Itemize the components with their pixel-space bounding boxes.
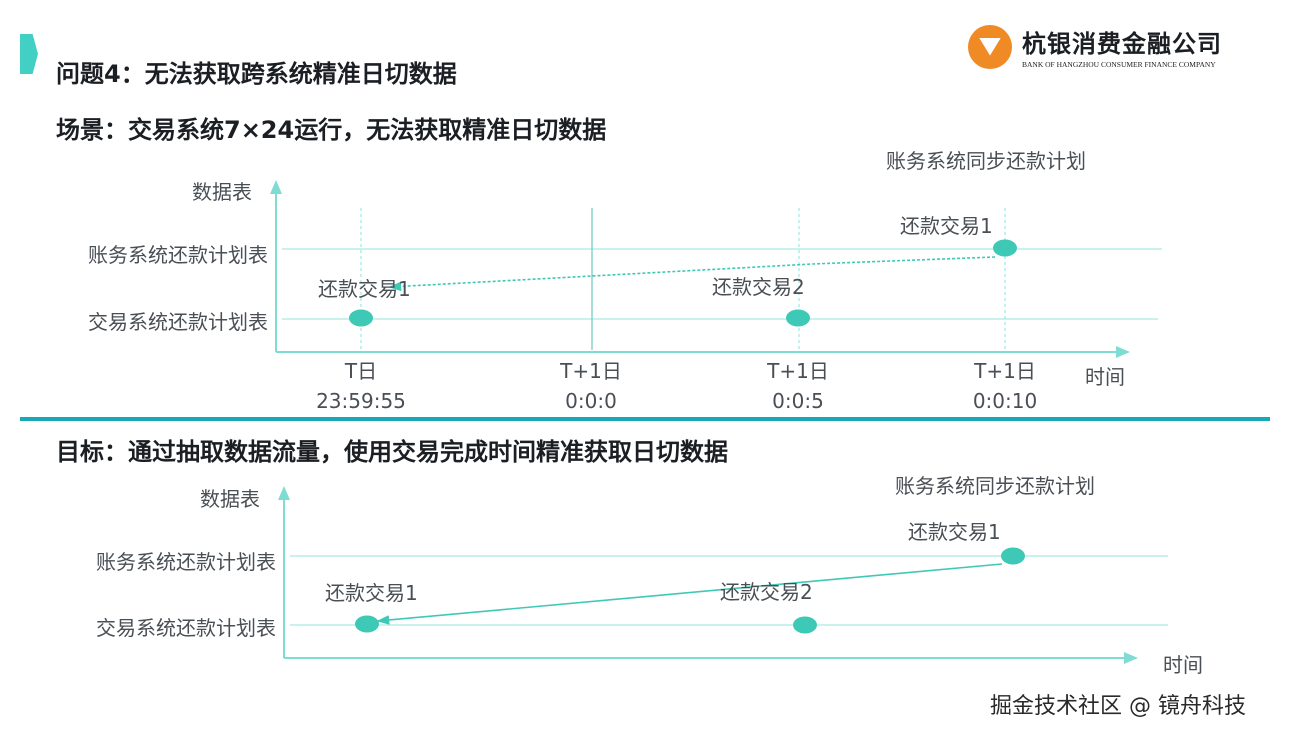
bottom-node-trade-2 <box>793 616 817 634</box>
watermark: 掘金技术社区 @ 镜舟科技 <box>990 694 1246 719</box>
top-tick-2-line1: T+1日 <box>559 359 622 383</box>
top-sync-label: 账务系统同步还款计划 <box>886 149 1086 173</box>
top-tick-1-line1: T日 <box>344 359 377 383</box>
logo-en: BANK OF HANGZHOU CONSUMER FINANCE COMPAN… <box>1022 60 1216 69</box>
bottom-sync-arrow <box>376 563 1003 625</box>
top-tick-1-line2: 23:59:55 <box>316 389 406 413</box>
bottom-node-ledger-1 <box>1001 547 1025 565</box>
top-tick-4-line2: 0:0:10 <box>973 389 1037 413</box>
bottom-row-label-ledger: 账务系统还款计划表 <box>96 550 276 574</box>
top-x-axis-label: 时间 <box>1085 365 1125 389</box>
top-sync-arrow <box>388 256 996 292</box>
diagram-bottom: 数据表 时间 账务系统同步还款计划 账务系统还款计划表 交易系统还款计划表 还款… <box>96 474 1203 677</box>
bottom-sync-label: 账务系统同步还款计划 <box>895 474 1095 498</box>
diagram-top: 数据表 时间 账务系统同步还款计划 账务系统还款计划表 交易系统还款计划表 还款… <box>88 149 1162 413</box>
top-tick-3-line1: T+1日 <box>766 359 829 383</box>
goal-text: 目标：通过抽取数据流量，使用交易完成时间精准获取日切数据 <box>56 438 728 466</box>
bottom-x-axis-label: 时间 <box>1163 653 1203 677</box>
top-node-ledger-1 <box>993 239 1017 257</box>
top-node-label-trade-1: 还款交易1 <box>318 277 411 301</box>
top-node-label-trade-2: 还款交易2 <box>712 275 805 299</box>
top-node-trade-1 <box>349 309 373 327</box>
page-title: 问题4：无法获取跨系统精准日切数据 <box>56 60 457 88</box>
scene-text: 场景：交易系统7×24运行，无法获取精准日切数据 <box>56 116 607 144</box>
top-y-axis-label: 数据表 <box>192 180 252 204</box>
top-row-label-ledger: 账务系统还款计划表 <box>88 243 268 267</box>
bottom-node-label-trade-1: 还款交易1 <box>325 581 418 605</box>
bottom-y-axis-label: 数据表 <box>200 487 260 511</box>
logo-text: 杭银消费金融公司 BANK OF HANGZHOU CONSUMER FINAN… <box>1022 24 1222 69</box>
top-node-trade-2 <box>786 309 810 327</box>
logo-cn: 杭银消费金融公司 <box>1022 29 1222 58</box>
company-logo: 杭银消费金融公司 BANK OF HANGZHOU CONSUMER FINAN… <box>968 24 1222 69</box>
top-row-label-trade: 交易系统还款计划表 <box>88 310 268 334</box>
logo-icon <box>968 24 1012 69</box>
top-node-label-ledger-1: 还款交易1 <box>900 214 993 238</box>
top-tick-4-line1: T+1日 <box>973 359 1036 383</box>
top-tick-3-line2: 0:0:5 <box>772 389 824 413</box>
bottom-node-label-ledger-1: 还款交易1 <box>908 520 1001 544</box>
section-divider <box>20 417 1270 421</box>
accent-tab <box>20 34 38 74</box>
top-tick-2-line2: 0:0:0 <box>565 389 617 413</box>
bottom-node-trade-1 <box>355 615 379 633</box>
bottom-node-label-trade-2: 还款交易2 <box>720 580 813 604</box>
bottom-row-label-trade: 交易系统还款计划表 <box>96 616 276 640</box>
